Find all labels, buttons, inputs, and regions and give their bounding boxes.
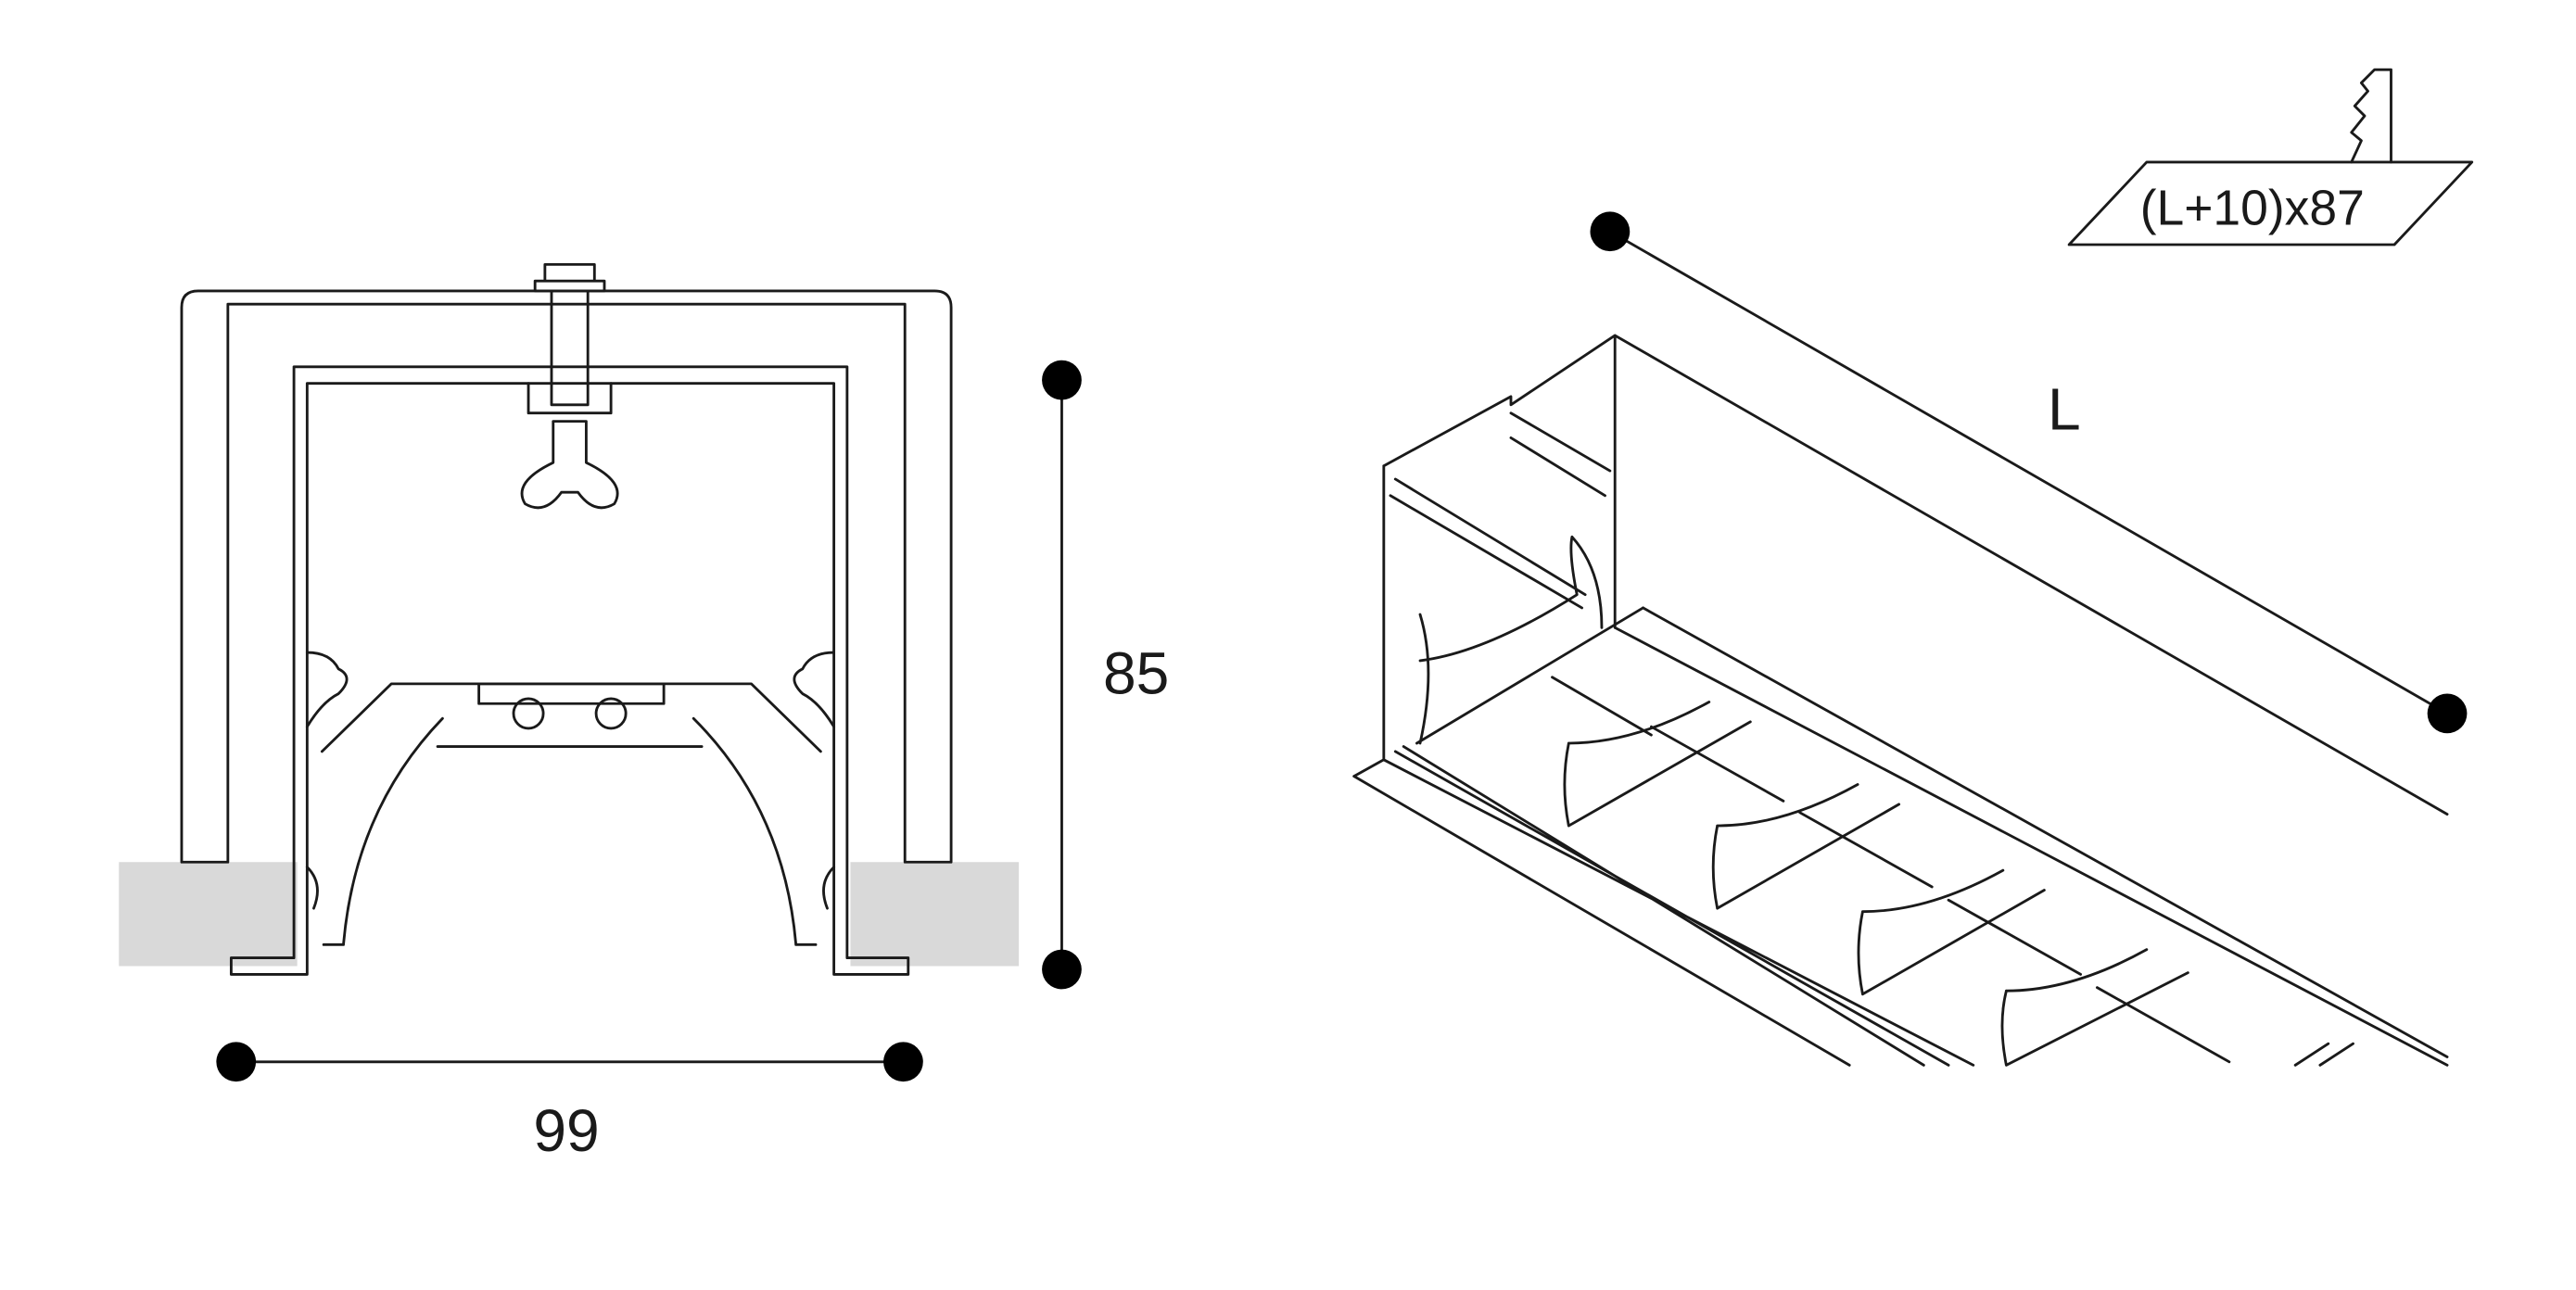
louvers	[1551, 676, 2354, 1067]
clip-right	[793, 651, 836, 910]
mounting-bracket	[180, 289, 953, 864]
reflector	[320, 682, 822, 753]
lens-right	[692, 716, 818, 946]
wing-nut	[520, 420, 619, 510]
dimension-dot	[1042, 360, 1082, 400]
screw	[533, 262, 606, 407]
cutout-symbol: (L+10)x87	[2067, 68, 2474, 247]
width-label: 99	[533, 1097, 599, 1164]
cross-section-view	[119, 262, 1020, 976]
profile-channel	[527, 382, 613, 415]
dimension-dot	[2427, 693, 2468, 734]
dimension-dot	[1590, 211, 1631, 252]
length-label: L	[2048, 376, 2081, 443]
dimension-dot	[1042, 949, 1082, 990]
cutout-plane-icon	[2067, 160, 2474, 247]
led	[594, 697, 628, 730]
dimension-dot	[883, 1042, 923, 1082]
width-dimension: 99	[216, 1042, 923, 1164]
led-board	[477, 682, 666, 705]
clip-left	[305, 651, 349, 910]
height-dimension: 85	[1042, 360, 1169, 990]
ceiling-block-right	[850, 862, 1020, 967]
saw-icon	[2350, 68, 2392, 164]
ceiling-block-left	[119, 862, 298, 967]
led	[512, 697, 545, 730]
cutout-label: (L+10)x87	[2140, 182, 2365, 236]
isometric-view: L	[1352, 211, 2468, 1067]
profile-outline	[229, 365, 910, 976]
profile-end-face	[1352, 334, 2449, 1067]
height-label: 85	[1103, 640, 1169, 707]
dimension-dot	[216, 1042, 257, 1082]
lens-left	[322, 716, 444, 946]
